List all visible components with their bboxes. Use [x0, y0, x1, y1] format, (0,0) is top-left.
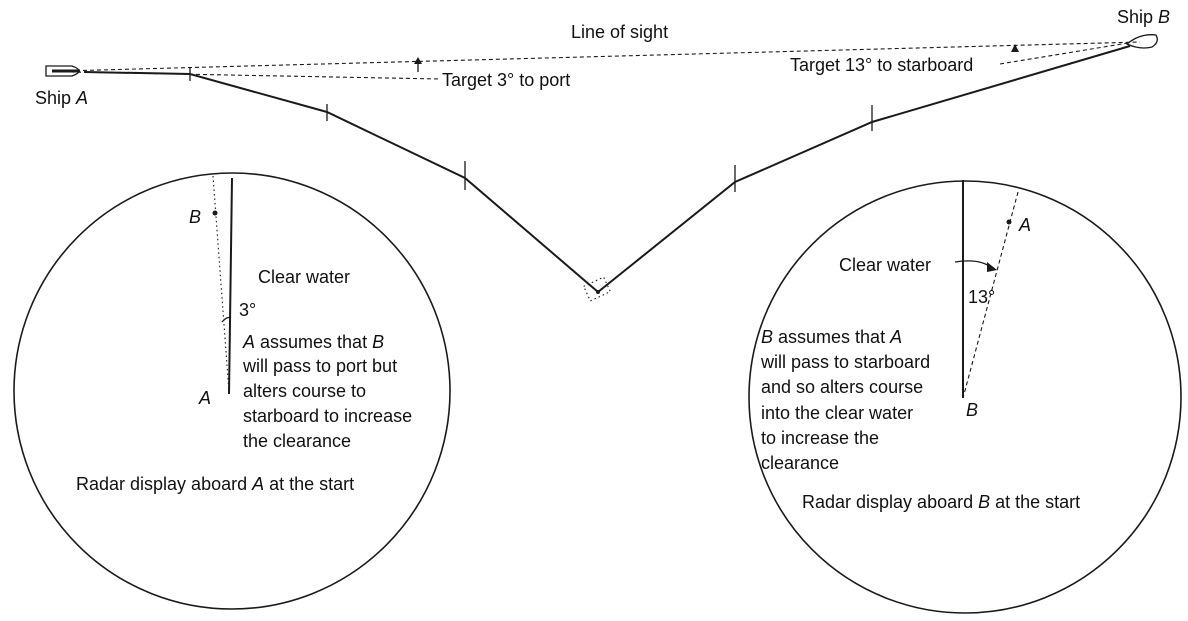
ship-b-icon	[1125, 34, 1158, 49]
ship-a-track	[83, 67, 599, 293]
meeting-point	[582, 276, 612, 302]
ship-a-label: Ship A	[35, 88, 88, 108]
ship-a-icon	[45, 65, 80, 77]
radar-a-clear-water: Clear water	[258, 267, 350, 287]
radar-b-target-letter: A	[1018, 215, 1031, 235]
radar-display-a	[13, 172, 451, 610]
radar-a-caption: Radar display aboard A at the start	[76, 474, 354, 494]
radar-b-own-letter: B	[966, 400, 978, 420]
radar-b-caption: Radar display aboard B at the start	[802, 492, 1080, 512]
starboard-angle-indicator	[999, 42, 1129, 65]
radar-b-note: B assumes that A will pass to starboard …	[760, 327, 935, 473]
radar-display-b	[748, 180, 1182, 614]
ship-b-label: Ship B	[1117, 7, 1170, 27]
target-port-label: Target 3° to port	[442, 70, 570, 90]
line-of-sight-label: Line of sight	[571, 22, 668, 42]
line-of-sight	[61, 41, 1141, 72]
radar-a-angle: 3°	[239, 300, 256, 320]
port-angle-indicator	[69, 57, 441, 80]
radar-a-target-letter: B	[189, 207, 201, 227]
radar-a-own-letter: A	[198, 388, 211, 408]
target-starboard-label: Target 13° to starboard	[790, 55, 973, 75]
radar-b-clear-water: Clear water	[839, 255, 931, 275]
radar-a-note: A assumes that B will pass to port but a…	[242, 332, 417, 451]
ship-b-track	[597, 45, 1131, 293]
radar-b-angle: 13°	[968, 287, 995, 307]
